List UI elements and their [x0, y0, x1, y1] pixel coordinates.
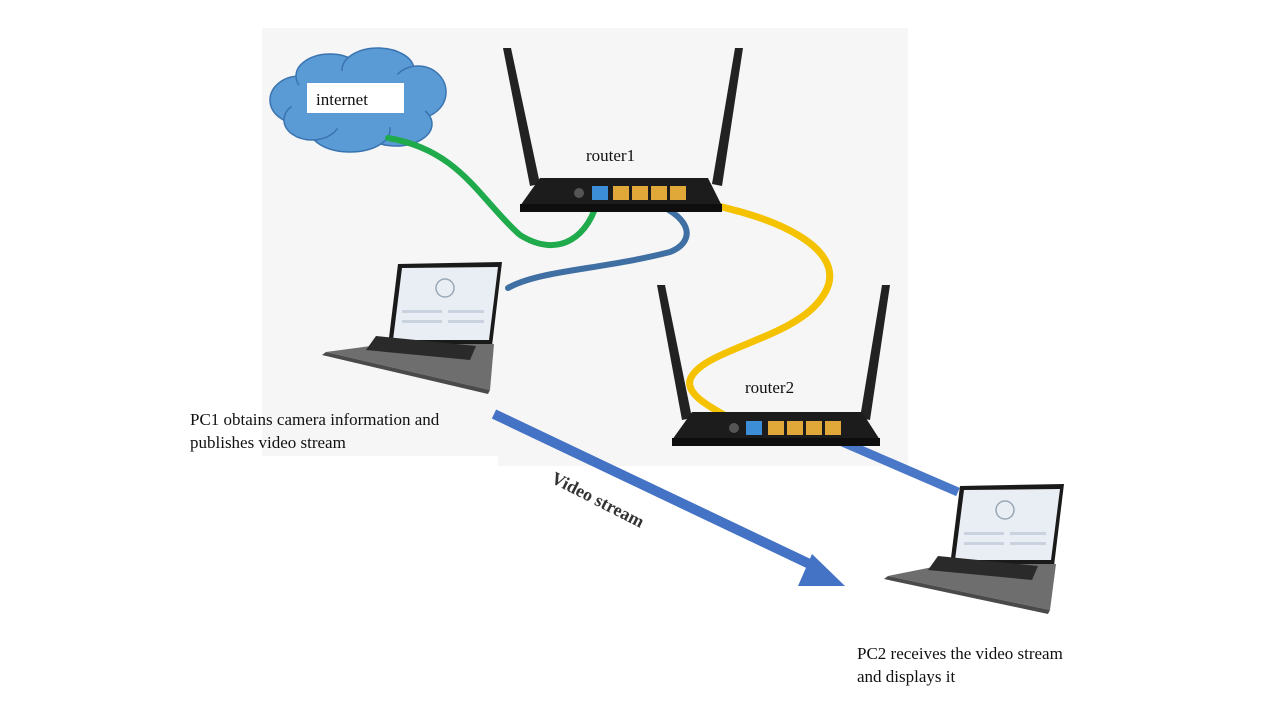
pc1-caption-line2: publishes video stream	[190, 433, 346, 452]
video-stream-arrow	[491, 409, 845, 586]
laptop-icon	[884, 484, 1064, 614]
cable-router1-pc1	[505, 195, 690, 291]
laptop-pc2	[884, 484, 1064, 614]
cable-internet-router1	[385, 135, 601, 248]
router-icon	[657, 285, 890, 446]
arrow-head-icon	[798, 554, 845, 586]
photo-background-right	[498, 28, 908, 466]
internet-label: internet	[316, 90, 368, 109]
internet-cloud: internet	[269, 47, 447, 153]
laptop-pc1	[322, 262, 502, 394]
router2-label: router2	[745, 378, 794, 397]
pc1-caption-line1: PC1 obtains camera information and	[190, 410, 440, 429]
laptop-icon	[322, 262, 502, 394]
internet-label-box	[307, 83, 404, 113]
router1: router1	[503, 48, 743, 212]
cable-router1-router2	[666, 194, 834, 434]
router2: router2	[657, 285, 890, 446]
pc2-caption-line2: and displays it	[857, 667, 955, 686]
pc2-caption-line1: PC2 receives the video stream	[857, 644, 1063, 663]
router1-label: router1	[586, 146, 635, 165]
router-icon	[503, 48, 743, 212]
